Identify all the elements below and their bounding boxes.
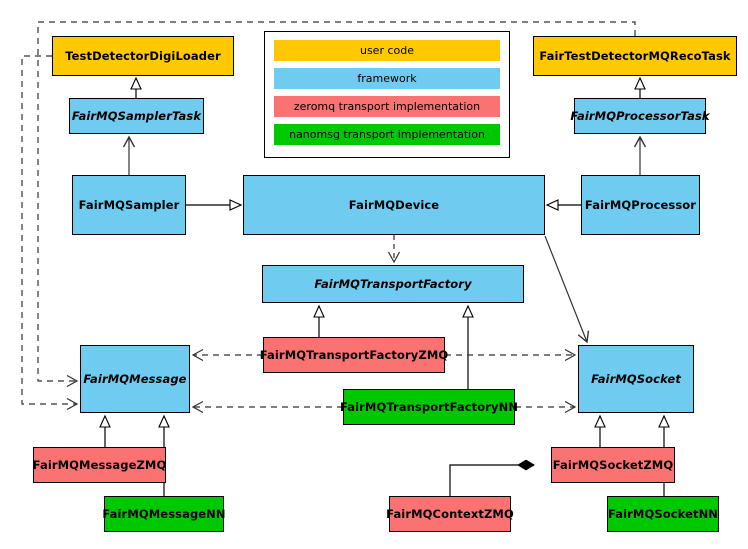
edge-contextzmq-socketzmq [449,459,535,496]
legend-item-user-code: user code [274,40,500,61]
class-box-fairmqtransportfactory[interactable]: FairMQTransportFactory [262,265,524,303]
edge-digiloader-message [21,55,77,404]
legend-item-nanomsg: nanomsg transport implementation [274,124,500,145]
class-box-fairmqmessagenn[interactable]: FairMQMessageNN [102,496,226,532]
class-box-fairmqtransportfactorynn[interactable]: FairMQTransportFactoryNN [340,389,518,425]
class-box-fairmqmessagezmq[interactable]: FairMQMessageZMQ [33,447,166,483]
edge-device-socket [544,235,587,342]
class-box-fairmqdevice[interactable]: FairMQDevice [243,175,545,235]
edge-recotask-message [37,21,636,381]
class-box-testdetectordigiloader[interactable]: TestDetectorDigiLoader [52,36,234,76]
class-box-fairmqtransportfactoryzmq[interactable]: FairMQTransportFactoryZMQ [260,337,448,373]
class-box-fairmqcontextzmq[interactable]: FairMQContextZMQ [386,496,514,532]
class-box-fairmqsocketnn[interactable]: FairMQSocketNN [607,496,719,532]
class-box-fairmqmessage[interactable]: FairMQMessage [80,345,190,413]
class-box-fairmqprocessor[interactable]: FairMQProcessor [581,175,700,235]
legend-panel: user code framework zeromq transport imp… [264,31,510,158]
class-box-fairmqsocketzmq[interactable]: FairMQSocketZMQ [551,447,675,483]
class-box-fairmqprocessortask[interactable]: FairMQProcessorTask [570,98,710,134]
class-box-fairmqsamplertask[interactable]: FairMQSamplerTask [69,98,204,134]
class-box-fairmqsocket[interactable]: FairMQSocket [578,345,694,413]
class-box-fairtestdetectormqrecotask[interactable]: FairTestDetectorMQRecoTask [533,36,737,76]
legend-item-zeromq: zeromq transport implementation [274,96,500,117]
legend-item-framework: framework [274,68,500,89]
class-box-fairmqsampler[interactable]: FairMQSampler [72,175,186,235]
